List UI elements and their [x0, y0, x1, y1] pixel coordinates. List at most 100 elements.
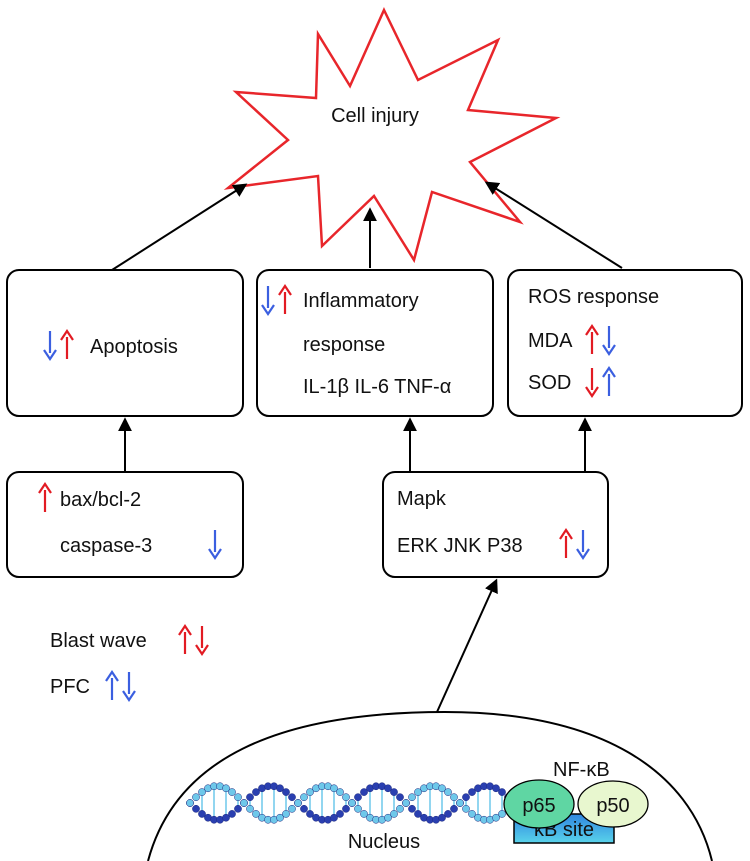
- p50-label: p50: [596, 795, 629, 817]
- dna-bead: [246, 793, 254, 802]
- dna-bead: [456, 799, 464, 807]
- p65-subunit: [503, 779, 575, 829]
- arrow-nucleus-to-mapk: [436, 578, 498, 713]
- down-blue-arrow-icon: [43, 331, 57, 361]
- arrow-apoptosis-to-injury: [111, 183, 248, 271]
- dna-bead: [438, 784, 446, 793]
- inflammatory-line2: response: [303, 334, 385, 356]
- dna-bead: [294, 799, 302, 807]
- up-red-arrow-icon: [585, 324, 599, 354]
- inflammatory-line1: Inflammatory: [303, 290, 419, 312]
- pfc-arrows: [105, 670, 136, 702]
- dna-bead: [384, 813, 392, 822]
- mapk-arrows: [559, 528, 590, 560]
- p50-subunit: [577, 780, 649, 828]
- down-blue-arrow-icon: [208, 530, 222, 560]
- dna-bead: [408, 793, 416, 802]
- dna-bead: [330, 813, 338, 822]
- apoptosis-arrows: [43, 329, 74, 361]
- dna-bead: [336, 788, 344, 796]
- dna-bead: [276, 813, 284, 822]
- dna-bead: [492, 784, 500, 793]
- dna-bead: [222, 784, 230, 793]
- dna-bead: [222, 813, 230, 822]
- dna-bead: [348, 799, 356, 807]
- dna-bead: [336, 810, 344, 818]
- dna-bead: [396, 804, 404, 813]
- mapk-members: ERK JNK P38: [397, 535, 523, 557]
- caspase3-arrow: [208, 530, 222, 560]
- mda-arrows: [585, 324, 616, 356]
- dna-bead: [228, 810, 236, 818]
- apoptosis-label: Apoptosis: [90, 336, 178, 358]
- blast-wave-label: Blast wave: [50, 630, 147, 652]
- dna-bead: [414, 788, 422, 796]
- dna-bead: [354, 804, 362, 813]
- nfkb-label: NF-κB: [553, 759, 610, 781]
- inflammatory-cytokines: IL-1β IL-6 TNF-α: [303, 376, 451, 398]
- dna-bead: [276, 784, 284, 793]
- dna-bead: [498, 788, 506, 796]
- ros-box: [507, 269, 743, 417]
- mda-label: MDA: [528, 330, 573, 352]
- dna-bead: [390, 788, 398, 796]
- cell-injury-burst: [223, 7, 561, 264]
- dna-bead: [468, 810, 476, 818]
- dna-bead: [186, 799, 194, 807]
- dna-bead: [360, 788, 368, 796]
- down-blue-arrow-icon: [576, 530, 590, 560]
- dna-bead: [246, 804, 254, 813]
- dna-bead: [330, 784, 338, 793]
- up-red-arrow-icon: [559, 528, 573, 558]
- dna-bead: [354, 793, 362, 802]
- dna-bead: [444, 810, 452, 818]
- dna-bead: [234, 793, 242, 802]
- dna-bead: [192, 793, 200, 802]
- down-red-arrow-icon: [585, 368, 599, 398]
- blast-wave-arrows: [178, 624, 209, 656]
- down-blue-arrow-icon: [602, 326, 616, 356]
- caspase3-label: caspase-3: [60, 535, 152, 557]
- dna-bead: [252, 788, 260, 796]
- arrow-ros-to-injury: [484, 181, 623, 269]
- up-red-arrow-icon: [178, 624, 192, 654]
- dna-bead: [396, 793, 404, 802]
- mapk-title: Mapk: [397, 488, 447, 510]
- dna-bead: [300, 804, 308, 813]
- nucleus-label: Nucleus: [348, 831, 420, 853]
- dna-bead: [282, 788, 290, 796]
- dna-bead: [192, 804, 200, 813]
- dna-bead: [408, 804, 416, 813]
- dna-bead: [462, 793, 470, 802]
- down-red-arrow-icon: [195, 626, 209, 656]
- dna-bead: [444, 788, 452, 796]
- mapk-box: [382, 471, 609, 578]
- bax-bcl2-label: bax/bcl-2: [60, 489, 141, 511]
- dna-bead: [198, 810, 206, 818]
- dna-bead: [498, 810, 506, 818]
- dna-bead: [402, 799, 410, 807]
- dna-bead: [342, 793, 350, 802]
- pfc-label: PFC: [50, 676, 90, 698]
- dna-bead: [384, 784, 392, 793]
- dna-bead: [252, 810, 260, 818]
- dna-bead: [438, 813, 446, 822]
- dna-bead: [240, 799, 248, 807]
- dna-bead: [450, 804, 458, 813]
- dna-helix: [186, 782, 518, 824]
- dna-bead: [300, 793, 308, 802]
- up-red-arrow-icon: [60, 329, 74, 359]
- down-blue-arrow-icon: [261, 286, 275, 316]
- up-blue-arrow-icon: [602, 366, 616, 396]
- inflammatory-box: [256, 269, 494, 417]
- cell-injury-label: Cell injury: [331, 105, 419, 127]
- dna-bead: [234, 804, 242, 813]
- dna-bead: [450, 793, 458, 802]
- apoptosis-box: [6, 269, 244, 417]
- ros-title: ROS response: [528, 286, 659, 308]
- up-blue-arrow-icon: [105, 670, 119, 700]
- dna-bead: [198, 788, 206, 796]
- up-red-arrow-icon: [278, 284, 292, 314]
- bax-box: [6, 471, 244, 578]
- p65-label: p65: [522, 795, 555, 817]
